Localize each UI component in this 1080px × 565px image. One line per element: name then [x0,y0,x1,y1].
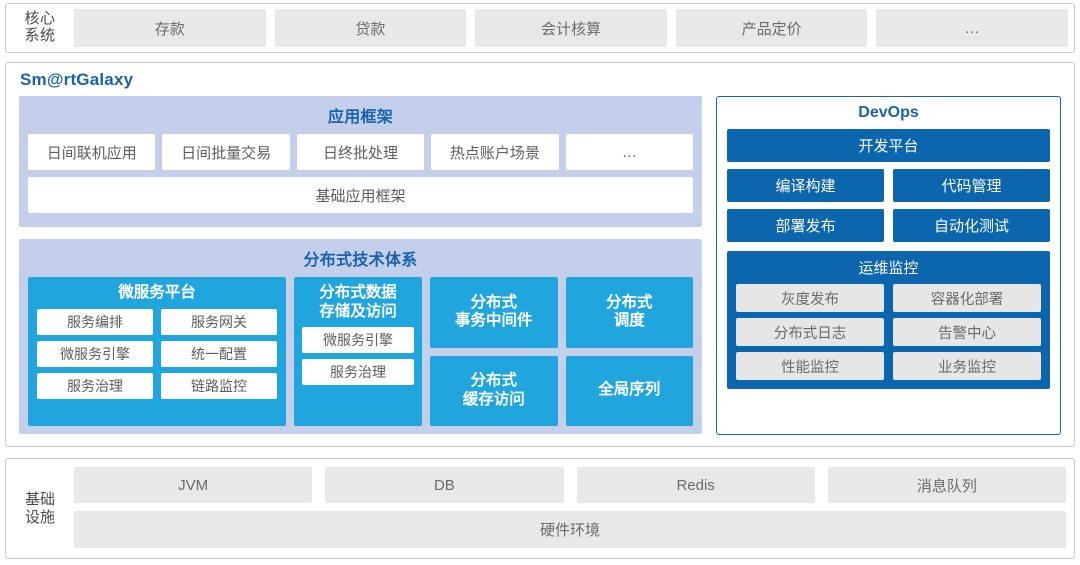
devops-dev-platform-bar[interactable]: 开发平台 [727,129,1050,162]
chip-gray-release[interactable]: 灰度发布 [736,284,884,312]
infrastructure-label: 基础 设施 [14,467,66,550]
distributed-tech-column-3: 分布式 事务中间件 分布式 缓存访问 [430,277,558,426]
app-tile-hot-account[interactable]: 热点账户场景 [431,134,559,170]
chip-distributed-logging[interactable]: 分布式日志 [736,318,884,346]
infra-tile-db[interactable]: DB [325,467,564,503]
application-framework-panel: 应用框架 日间联机应用 日间批量交易 日终批处理 热点账户场景 … 基础应用框架 [19,96,702,227]
core-systems-label-line2: 系统 [24,27,56,44]
core-system-tile-more[interactable]: … [876,9,1068,47]
distributed-tech-panel: 分布式技术体系 微服务平台 服务编排 服务网关 微服务引擎 统一配置 服务治理 … [19,239,702,434]
ops-monitoring-box: 运维监控 灰度发布 容器化部署 分布式日志 告警中心 性能监控 业务监控 [727,251,1050,389]
dtm-title-line1: 分布式 [470,293,517,311]
app-tile-daytime-batch[interactable]: 日间批量交易 [162,134,290,170]
chip-link-monitoring[interactable]: 链路监控 [161,372,277,399]
core-systems-panel: 核心 系统 存款 贷款 会计核算 产品定价 … [5,3,1075,53]
ds-title-line2: 调度 [613,312,645,330]
smartgalaxy-left-column: 应用框架 日间联机应用 日间批量交易 日终批处理 热点账户场景 … 基础应用框架… [19,96,702,435]
distributed-data-storage-box: 分布式数据 存储及访问 微服务引擎 服务治理 [294,277,422,426]
dca-title-line1: 分布式 [470,372,517,390]
chip-dds-microservice-engine[interactable]: 微服务引擎 [302,327,414,354]
chip-service-orchestration[interactable]: 服务编排 [37,308,153,335]
core-system-tile-accounting[interactable]: 会计核算 [475,9,667,47]
infrastructure-tiles: JVM DB Redis 消息队列 [74,467,1066,503]
distributed-scheduling-box[interactable]: 分布式 调度 [565,277,693,348]
distributed-cache-access-box[interactable]: 分布式 缓存访问 [430,355,558,426]
chip-unified-config[interactable]: 统一配置 [161,340,277,367]
devops-tile-build[interactable]: 编译构建 [727,169,884,202]
app-tile-daytime-online[interactable]: 日间联机应用 [28,134,156,170]
global-sequence-box[interactable]: 全局序列 [565,355,693,426]
infrastructure-label-line1: 基础 [24,491,55,509]
chip-service-governance[interactable]: 服务治理 [37,372,153,399]
ops-monitoring-chips: 灰度发布 容器化部署 分布式日志 告警中心 性能监控 业务监控 [736,284,1041,380]
distributed-data-storage-title-line2: 存储及访问 [319,302,397,320]
distributed-transaction-middleware-box[interactable]: 分布式 事务中间件 [430,277,558,348]
chip-performance-monitoring[interactable]: 性能监控 [736,352,884,380]
ds-title-line1: 分布式 [605,293,653,311]
chip-microservice-engine[interactable]: 微服务引擎 [37,340,153,367]
distributed-data-storage-title: 分布式数据 存储及访问 [302,284,414,321]
core-systems-label: 核心 系统 [12,9,68,47]
distributed-data-storage-chips: 微服务引擎 服务治理 [302,327,414,386]
distributed-tech-title: 分布式技术体系 [303,252,418,269]
distributed-tech-column-4: 分布式 调度 全局序列 [565,277,693,426]
devops-tile-deploy-release[interactable]: 部署发布 [727,209,884,242]
distributed-cache-access-title: 分布式 缓存访问 [463,372,525,409]
microservice-platform-chips: 服务编排 服务网关 微服务引擎 统一配置 服务治理 链路监控 [37,308,277,399]
infra-tile-jvm[interactable]: JVM [74,467,313,503]
app-tile-base-framework[interactable]: 基础应用框架 [28,177,693,213]
global-sequence-title: 全局序列 [598,381,660,400]
distributed-tech-grid: 微服务平台 服务编排 服务网关 微服务引擎 统一配置 服务治理 链路监控 分布式… [28,277,693,426]
devops-tiles: 编译构建 代码管理 部署发布 自动化测试 [727,169,1050,242]
dtm-title-line2: 事务中间件 [454,312,533,330]
chip-service-gateway[interactable]: 服务网关 [161,308,277,335]
microservice-platform-box: 微服务平台 服务编排 服务网关 微服务引擎 统一配置 服务治理 链路监控 [28,277,286,426]
distributed-scheduling-title: 分布式 调度 [606,294,653,331]
app-tile-eod-batch[interactable]: 日终批处理 [296,134,425,170]
distributed-data-storage-title-line1: 分布式数据 [319,284,397,301]
core-system-tile-pricing[interactable]: 产品定价 [675,9,868,47]
ops-monitoring-title: 运维监控 [858,260,919,277]
smartgalaxy-panel: Sm@rtGalaxy 应用框架 日间联机应用 日间批量交易 日终批处理 热点账… [5,62,1075,447]
devops-title: DevOps [858,104,919,121]
infrastructure-content: JVM DB Redis 消息队列 硬件环境 [74,467,1066,550]
smartgalaxy-title: Sm@rtGalaxy [20,70,134,89]
chip-containerized-deployment[interactable]: 容器化部署 [893,284,1041,312]
chip-dds-service-governance[interactable]: 服务治理 [302,359,414,386]
app-tile-more[interactable]: … [565,134,694,170]
infrastructure-label-line2: 设施 [24,508,55,526]
dca-title-line2: 缓存访问 [462,390,525,408]
infrastructure-panel: 基础 设施 JVM DB Redis 消息队列 硬件环境 [5,458,1075,559]
core-systems-items: 存款 贷款 会计核算 产品定价 … [74,9,1068,47]
infra-tile-message-queue[interactable]: 消息队列 [827,467,1066,503]
distributed-transaction-middleware-title: 分布式 事务中间件 [455,294,533,331]
application-framework-tiles: 日间联机应用 日间批量交易 日终批处理 热点账户场景 … [28,134,694,170]
gs-title-line1: 全局序列 [598,381,661,399]
devops-tile-code-management[interactable]: 代码管理 [893,169,1050,202]
infra-tile-hardware-environment[interactable]: 硬件环境 [74,511,1066,548]
devops-tile-automated-testing[interactable]: 自动化测试 [893,209,1050,242]
application-framework-title: 应用框架 [327,109,394,126]
chip-alert-center[interactable]: 告警中心 [893,318,1041,346]
chip-business-monitoring[interactable]: 业务监控 [893,352,1041,380]
core-systems-label-line1: 核心 [24,10,56,28]
microservice-platform-title: 微服务平台 [118,284,196,301]
infra-tile-redis[interactable]: Redis [576,467,815,503]
devops-panel: DevOps 开发平台 编译构建 代码管理 部署发布 自动化测试 运维监控 灰度… [716,96,1061,435]
core-system-tile-deposit[interactable]: 存款 [74,9,266,47]
core-system-tile-loan[interactable]: 贷款 [274,9,467,47]
